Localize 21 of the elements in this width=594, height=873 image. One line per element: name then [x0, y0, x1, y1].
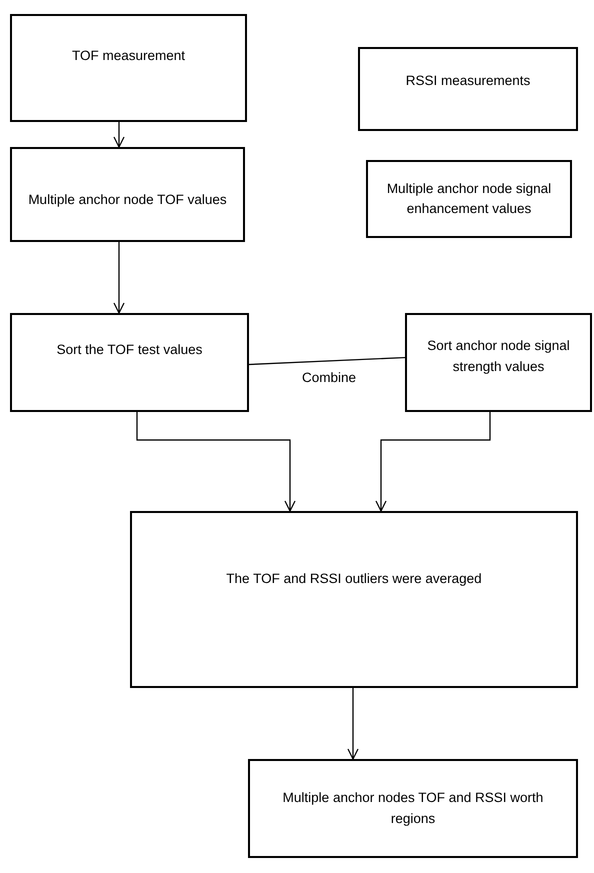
process-box [366, 160, 572, 238]
box-text: Sort the TOF test values [56, 341, 202, 360]
process-box [10, 147, 245, 242]
process-box [405, 313, 592, 412]
process-box [358, 47, 578, 131]
box-text: Multiple anchor node signal enhancement values [386, 180, 552, 218]
box-text: RSSI measurements [406, 72, 530, 90]
box-text: Sort anchor node signal strength values [426, 337, 571, 376]
box-text: Multiple anchor node TOF values [28, 191, 227, 210]
box-text: The TOF and RSSI outliers were averaged [226, 570, 482, 588]
box-text: TOF measurement [72, 46, 186, 65]
arrow [113, 122, 125, 148]
box-text: Multiple anchor nodes TOF and RSSI worth regions [282, 789, 544, 828]
process-box [10, 313, 249, 412]
arrow [113, 242, 125, 314]
arrow [347, 688, 359, 760]
process-box [130, 511, 578, 688]
process-box [248, 759, 578, 858]
process-box [10, 14, 247, 122]
arrow [375, 412, 491, 512]
arrow [136, 412, 296, 512]
